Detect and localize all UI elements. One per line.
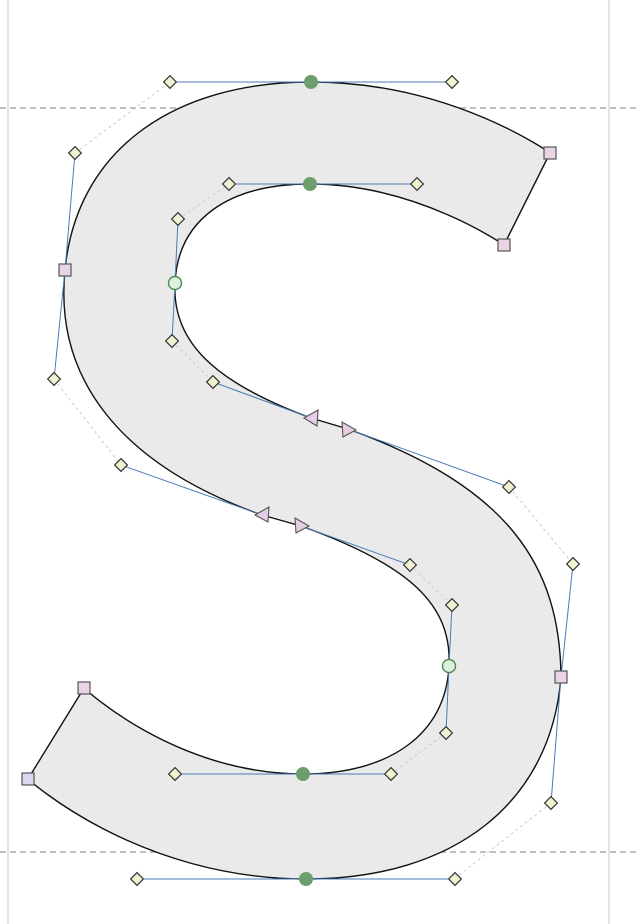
corner-points[interactable]: [21, 146, 568, 786]
handle-connector-6: [409, 564, 453, 606]
start-point[interactable]: [21, 772, 35, 786]
offcurve-point[interactable]: [447, 871, 463, 887]
offcurve-point[interactable]: [409, 176, 425, 192]
offcurve-point[interactable]: [565, 556, 581, 572]
offcurve-point[interactable]: [438, 725, 454, 741]
smooth-point[interactable]: [304, 75, 318, 89]
direction-arrow[interactable]: [302, 409, 319, 427]
offcurve-point[interactable]: [543, 795, 559, 811]
offcurve-points[interactable]: [46, 74, 581, 887]
handle-connector-5: [508, 486, 574, 565]
offcurve-point[interactable]: [501, 479, 517, 495]
offcurve-point[interactable]: [164, 333, 180, 349]
offcurve-point[interactable]: [46, 371, 62, 387]
handle-connector-3: [171, 340, 214, 383]
handle-connector-8: [453, 802, 552, 880]
handle-lines: [53, 81, 574, 880]
handle-connector-2: [177, 183, 230, 220]
direction-arrow[interactable]: [341, 421, 358, 438]
smooth-point-open[interactable]: [441, 658, 457, 674]
corner-point[interactable]: [497, 238, 511, 252]
offcurve-point[interactable]: [67, 145, 83, 161]
offcurve-point[interactable]: [162, 74, 178, 90]
offcurve-point[interactable]: [444, 597, 460, 613]
offcurve-point[interactable]: [113, 457, 129, 473]
offcurve-point[interactable]: [167, 766, 183, 782]
direction-arrows[interactable]: [253, 409, 358, 534]
corner-point[interactable]: [58, 263, 72, 277]
corner-point[interactable]: [77, 681, 91, 695]
offcurve-point[interactable]: [383, 766, 399, 782]
offcurve-point[interactable]: [205, 374, 221, 390]
offcurve-point[interactable]: [129, 871, 145, 887]
offcurve-point[interactable]: [221, 176, 237, 192]
handle-connector-4: [53, 378, 122, 466]
handle-connector-1: [74, 81, 171, 154]
offcurve-point[interactable]: [444, 74, 460, 90]
offcurve-point[interactable]: [170, 211, 186, 227]
corner-point[interactable]: [554, 670, 568, 684]
smooth-point[interactable]: [299, 872, 313, 886]
smooth-point-open[interactable]: [167, 275, 183, 291]
smooth-point[interactable]: [296, 767, 310, 781]
offcurve-point[interactable]: [402, 557, 418, 573]
direction-arrow[interactable]: [294, 517, 311, 534]
glyph-outline[interactable]: [27, 81, 562, 880]
direction-arrow[interactable]: [253, 506, 270, 523]
smooth-point[interactable]: [303, 177, 317, 191]
corner-point[interactable]: [543, 146, 557, 160]
smooth-points[interactable]: [167, 75, 457, 886]
